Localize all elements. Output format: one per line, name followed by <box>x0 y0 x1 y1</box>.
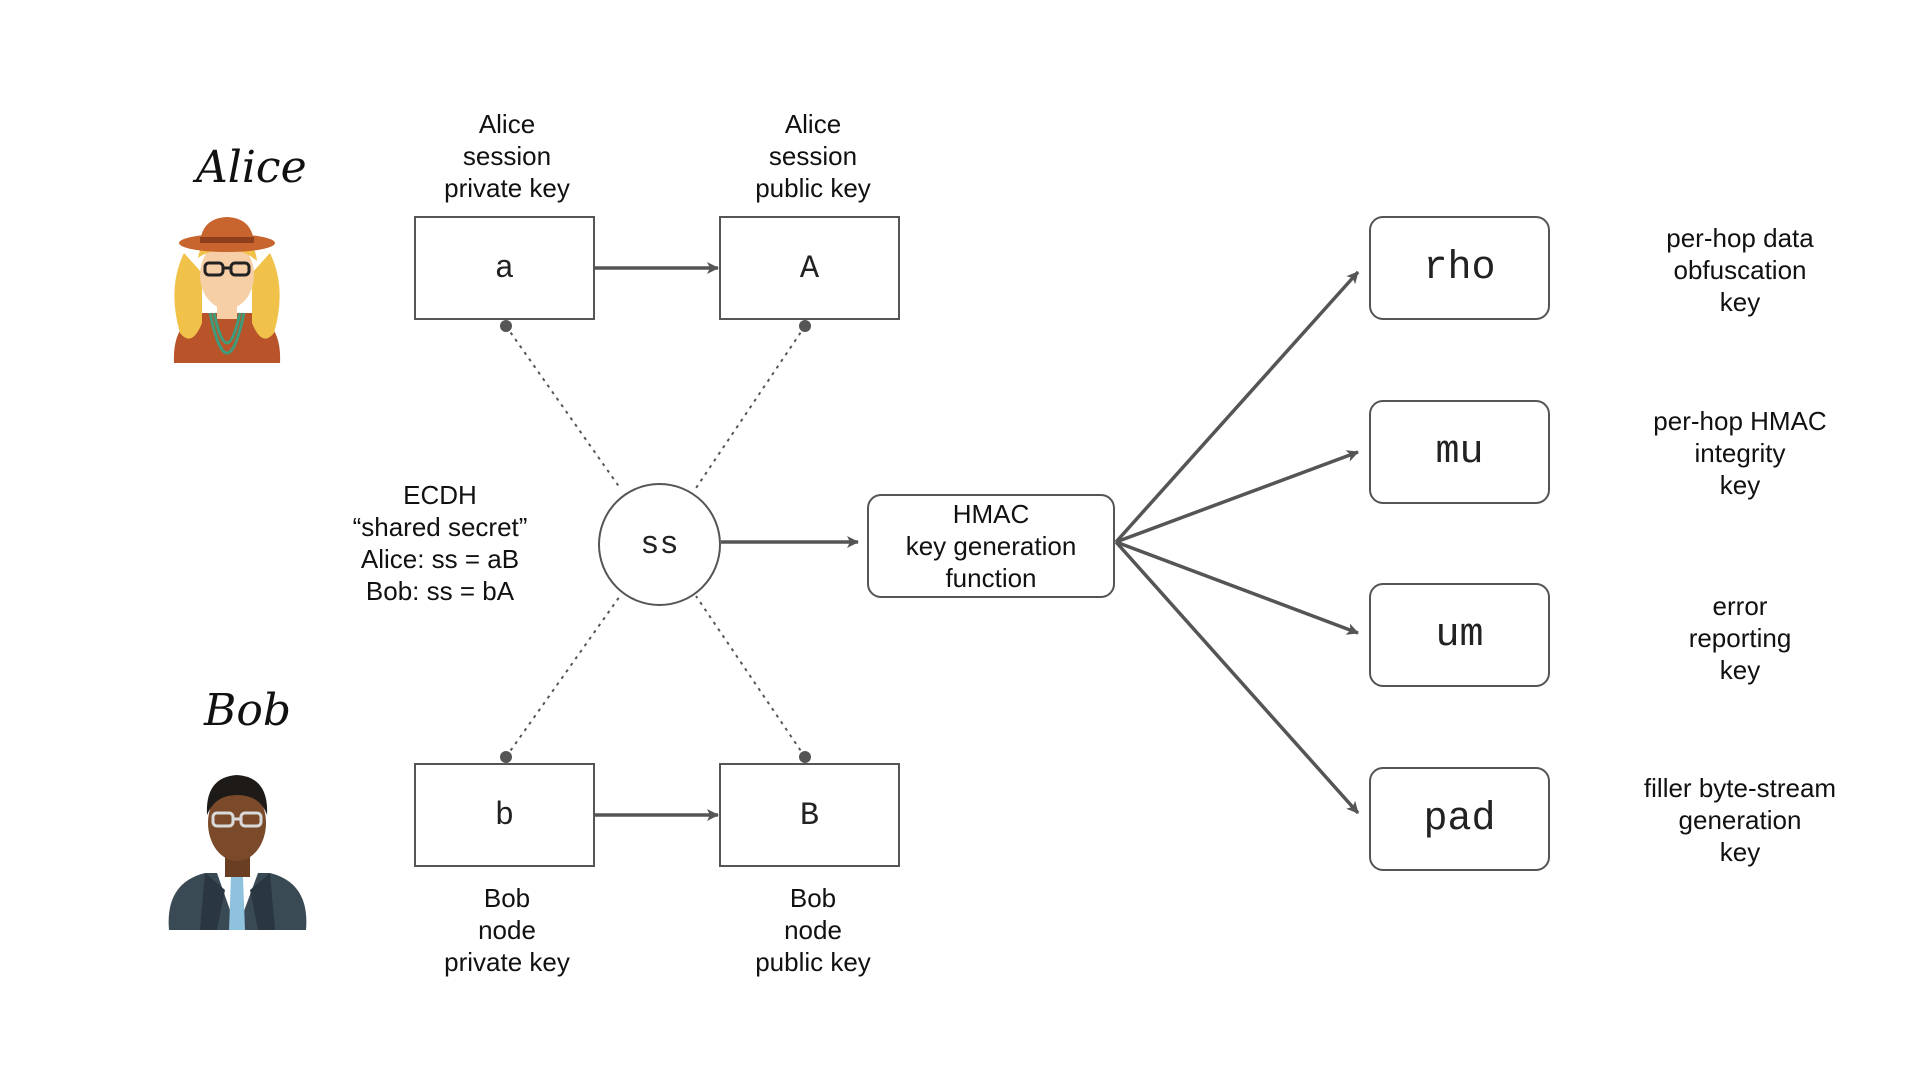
alice-avatar-icon <box>173 217 281 363</box>
description-line: key <box>1719 287 1761 317</box>
arrow-hmac-to-mu <box>1115 450 1359 544</box>
ecdh-caption-line: Bob: ss = bA <box>365 576 515 606</box>
ecdh-caption-line: Alice: ss = aB <box>360 544 520 574</box>
caption-b-line: node <box>478 915 536 945</box>
caption-B: Bob node public key <box>730 882 896 978</box>
key-symbol-a: a <box>494 249 515 287</box>
caption-b-line: private key <box>444 947 570 977</box>
caption-A-line: Alice <box>784 109 842 139</box>
output-symbol-mu: mu <box>1435 429 1484 475</box>
hmac-box: HMAC key generation function <box>867 494 1115 598</box>
caption-a: Alice session private key <box>424 108 590 204</box>
description-line: error <box>1712 591 1768 621</box>
caption-B-line: public key <box>755 947 871 977</box>
hmac-line: key generation <box>905 531 1077 561</box>
description-line: key <box>1719 837 1761 867</box>
ecdh-caption: ECDH “shared secret” Alice: ss = aB Bob:… <box>340 479 540 607</box>
output-box-mu: mu <box>1369 400 1550 504</box>
caption-B-line: node <box>784 915 842 945</box>
output-description-um: error reporting key <box>1610 590 1870 686</box>
hmac-line: function <box>945 563 1037 593</box>
hmac-line: HMAC <box>952 499 1030 529</box>
description-line: integrity <box>1694 438 1786 468</box>
caption-b: Bob node private key <box>424 882 590 978</box>
caption-b-line: Bob <box>483 883 531 913</box>
output-box-um: um <box>1369 583 1550 687</box>
key-symbol-B: B <box>799 796 820 834</box>
description-line: filler byte-stream <box>1643 773 1837 803</box>
dotted-B-to-ss <box>695 595 806 758</box>
output-symbol-pad: pad <box>1423 796 1496 842</box>
output-description-mu: per-hop HMAC integrity key <box>1610 405 1870 501</box>
bob-avatar-icon <box>168 775 307 930</box>
ecdh-caption-line: ECDH <box>403 480 477 510</box>
output-symbol-um: um <box>1435 612 1484 658</box>
arrow-hmac-to-um <box>1115 540 1359 635</box>
output-description-pad: filler byte-stream generation key <box>1610 772 1870 868</box>
ecdh-caption-line: “shared secret” <box>352 512 528 542</box>
output-box-rho: rho <box>1369 216 1550 320</box>
description-line: key <box>1719 470 1761 500</box>
dot-B <box>799 751 811 763</box>
caption-A: Alice session public key <box>730 108 896 204</box>
dotted-b-to-ss <box>505 595 621 758</box>
arrow-hmac-to-rho <box>1114 270 1360 544</box>
output-symbol-rho: rho <box>1423 245 1496 291</box>
dotted-a-to-ss <box>505 325 621 489</box>
arrow-hmac-to-pad <box>1114 540 1360 815</box>
shared-secret-symbol: ss <box>640 526 679 563</box>
caption-A-line: session <box>768 141 858 171</box>
dotted-A-to-ss <box>695 325 806 489</box>
bob-name: Bob <box>204 685 291 736</box>
dot-a <box>500 320 512 332</box>
shared-secret-node: ss <box>598 483 721 606</box>
description-line: reporting <box>1688 623 1792 653</box>
alice-name: Alice <box>196 142 307 193</box>
dot-b <box>500 751 512 763</box>
caption-A-line: public key <box>755 173 871 203</box>
output-box-pad: pad <box>1369 767 1550 871</box>
output-description-rho: per-hop data obfuscation key <box>1610 222 1870 318</box>
description-line: key <box>1719 655 1761 685</box>
key-box-B: B <box>719 763 900 867</box>
description-line: generation <box>1678 805 1802 835</box>
dot-A <box>799 320 811 332</box>
key-box-a: a <box>414 216 595 320</box>
caption-a-line: private key <box>444 173 570 203</box>
key-symbol-b: b <box>494 796 515 834</box>
description-line: obfuscation <box>1673 255 1807 285</box>
caption-B-line: Bob <box>789 883 837 913</box>
key-box-A: A <box>719 216 900 320</box>
description-line: per-hop data <box>1666 223 1814 253</box>
description-line: per-hop HMAC <box>1653 406 1827 436</box>
caption-a-line: Alice <box>478 109 536 139</box>
key-box-b: b <box>414 763 595 867</box>
key-symbol-A: A <box>799 249 820 287</box>
caption-a-line: session <box>462 141 552 171</box>
